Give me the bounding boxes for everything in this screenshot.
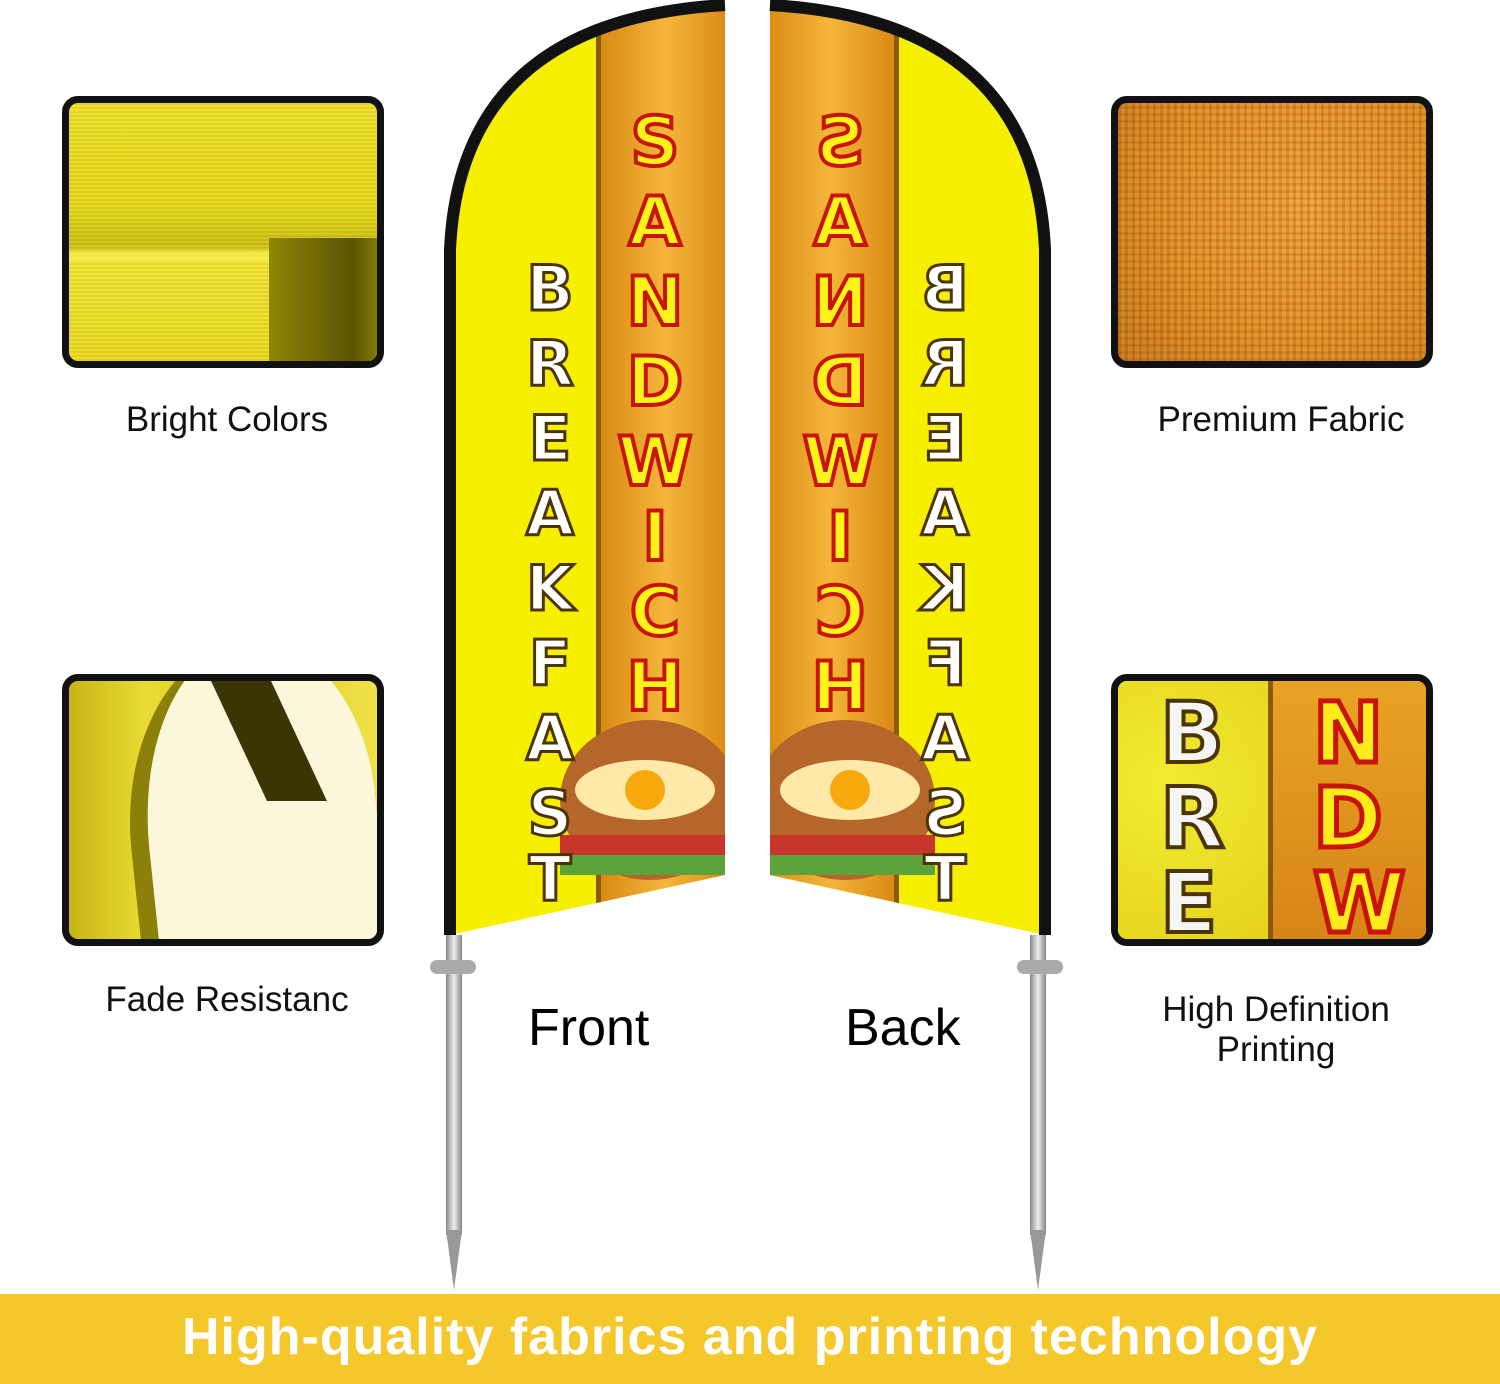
hd-printing-swatch: B R E N D W <box>1111 674 1433 946</box>
flag-letter: W <box>617 423 692 502</box>
front-flag: B R E A K F A S T S A N D W I C H <box>444 0 726 935</box>
flag-letter: S <box>528 777 573 850</box>
flag-letter: B <box>921 252 968 325</box>
fade-resistance-label: Fade Resistanc <box>105 980 349 1019</box>
flag-letter: S <box>631 103 680 182</box>
flag-letter: A <box>921 702 969 775</box>
flag-letter: K <box>919 552 969 625</box>
flag-letter: F <box>924 627 966 700</box>
flag-letter: E <box>924 402 966 475</box>
flag-letter: I <box>827 498 852 577</box>
flag-letter: D <box>812 343 868 422</box>
front-label: Front <box>528 999 650 1057</box>
bright-colors-label: Bright Colors <box>125 400 329 439</box>
hd-closeup-letter: W <box>1311 854 1409 946</box>
hd-printing-line2: Printing <box>1216 1030 1336 1069</box>
flag-letter: A <box>921 477 969 550</box>
flag-letter: B <box>526 252 573 325</box>
flag-letter: E <box>529 402 571 475</box>
front-flag-pole <box>446 935 462 1235</box>
flag-letter: F <box>529 627 571 700</box>
flag-letter: R <box>526 327 574 400</box>
flag-letter: C <box>630 573 680 652</box>
flag-letter: N <box>627 263 684 342</box>
flag-letter: T <box>924 842 966 915</box>
back-ground-spike <box>1030 1230 1046 1290</box>
premium-fabric-label: Premium Fabric <box>1157 400 1405 439</box>
fade-resistance-swatch <box>62 674 384 946</box>
flag-letter: A <box>813 183 866 262</box>
flag-letter: W <box>802 423 877 502</box>
hd-closeup-letter: B <box>1158 684 1226 782</box>
flag-letter: A <box>629 183 682 262</box>
flag-letter: S <box>923 777 968 850</box>
flag-letter: A <box>526 702 574 775</box>
flag-letter: K <box>526 552 576 625</box>
flag-letter: A <box>526 477 574 550</box>
back-flag: B R E A K F A S T S A N D W I C H <box>769 0 1051 935</box>
back-pole-clamp <box>1017 960 1063 974</box>
flag-letter: T <box>529 842 571 915</box>
premium-fabric-swatch <box>1111 96 1433 368</box>
back-flag-pole <box>1030 935 1046 1235</box>
bottom-banner <box>0 1294 1500 1384</box>
back-label: Back <box>845 999 961 1057</box>
flag-letter: C <box>815 573 865 652</box>
banner-text: High-quality fabrics and printing techno… <box>181 1308 1319 1366</box>
hd-closeup-letter: E <box>1158 854 1219 946</box>
flag-letter: S <box>816 103 865 182</box>
flag-letter: H <box>627 648 684 727</box>
flag-letter: D <box>627 343 683 422</box>
hd-closeup-letter: N <box>1310 684 1385 782</box>
bright-colors-swatch <box>62 96 384 368</box>
flag-letter: I <box>642 498 667 577</box>
hd-closeup-letter: D <box>1311 769 1386 867</box>
front-pole-clamp <box>430 960 476 974</box>
hd-printing-label: High Definition Printing <box>1111 990 1441 1070</box>
hd-printing-line1: High Definition <box>1162 990 1390 1029</box>
flag-letter: N <box>812 263 869 342</box>
flag-letter: R <box>921 327 969 400</box>
front-ground-spike <box>446 1230 462 1290</box>
hd-closeup-letter: R <box>1158 769 1227 867</box>
flag-letter: H <box>812 648 869 727</box>
